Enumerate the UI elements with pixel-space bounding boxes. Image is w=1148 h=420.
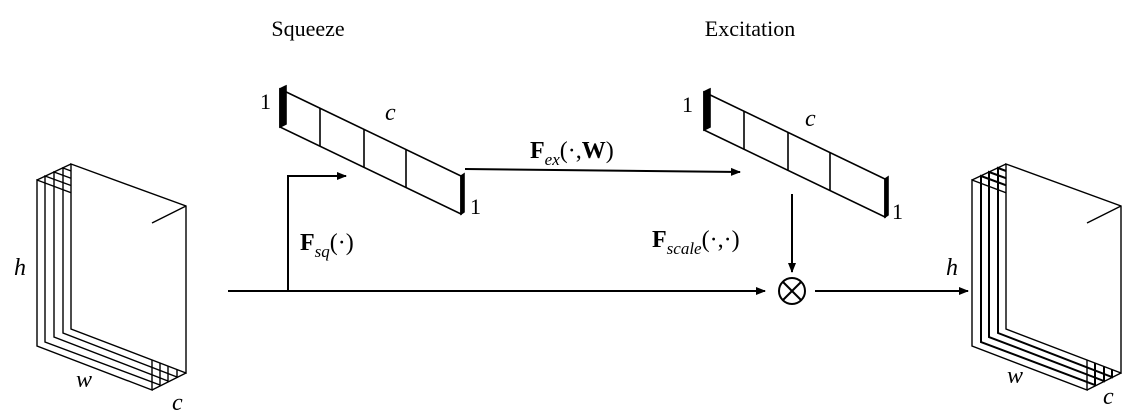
- excitation-arrow: [464, 167, 741, 176]
- excitation-one-top: 1: [682, 92, 693, 117]
- f-scale-label: Fscale(·,·): [652, 227, 740, 258]
- squeeze-one-bottom: 1: [470, 194, 481, 219]
- excitation-one-bottom: 1: [892, 199, 903, 224]
- f-sq-label: Fsq(·): [300, 230, 354, 261]
- squeeze-one-top: 1: [260, 89, 271, 114]
- input-height-label: h: [14, 255, 26, 281]
- output-channel-label: c: [1103, 384, 1114, 410]
- f-ex-label: Fex(·,W): [530, 138, 614, 169]
- input-width-label: w: [76, 367, 92, 393]
- output-feature-map: [971, 162, 1122, 392]
- multiply-icon: [778, 277, 806, 305]
- squeeze-branch-arrow: [287, 172, 347, 291]
- squeeze-heading: Squeeze: [271, 16, 344, 41]
- excitation-channel-label: c: [805, 106, 816, 132]
- input-channel-label: c: [172, 390, 183, 416]
- squeeze-vector: [279, 84, 465, 216]
- output-height-label: h: [946, 255, 958, 281]
- squeeze-channel-label: c: [385, 100, 396, 126]
- excitation-vector: [703, 87, 889, 219]
- output-width-label: w: [1007, 363, 1023, 389]
- excitation-heading: Excitation: [705, 16, 795, 41]
- input-feature-map: [36, 162, 187, 392]
